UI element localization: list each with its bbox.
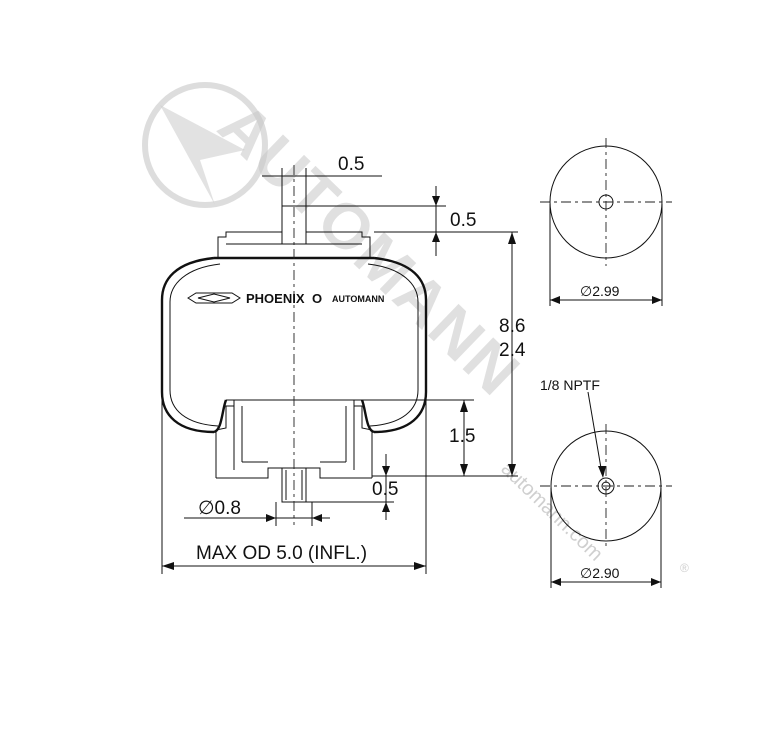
piston-inner-walls (241, 406, 347, 462)
dim-max-od: MAX OD 5.0 (INFL.) (196, 543, 367, 564)
watermark-logo-ring (142, 82, 268, 208)
brand-phoenix: PHOENIX (246, 291, 305, 306)
dim-top-stud-height-arrows (432, 196, 440, 242)
watermark-registered-mark: ® (680, 561, 689, 575)
piston-skirt (215, 405, 373, 478)
bellow-right-roll (360, 399, 375, 434)
port-leader-arrow (598, 466, 606, 478)
dim-bottom-stud-height-arrows (382, 466, 390, 512)
bellow-right-inner (367, 263, 419, 427)
top-stud-outline (281, 206, 307, 244)
brand-separator: O (312, 291, 322, 306)
dim-height-max: 8.6 (499, 316, 525, 337)
dim-height-min: 2.4 (499, 340, 526, 361)
dim-piston-height: 1.5 (449, 426, 475, 447)
watermark-url: automann.com (497, 458, 607, 566)
dim-top-stud-width: 0.5 (338, 154, 364, 175)
bellow-left-inner (169, 263, 221, 427)
piston-walls (233, 400, 355, 470)
bellow-left-roll (213, 399, 228, 434)
bottom-plate-view: 1/8 NPTF ∅2.90 (540, 377, 672, 588)
phoenix-logo-icon (187, 292, 241, 304)
phoenix-logo-inner-icon (197, 293, 231, 303)
port-leader-line (587, 391, 603, 475)
top-plate-outline (217, 205, 371, 257)
port-label: 1/8 NPTF (540, 377, 600, 393)
bottom-stud-thread (285, 470, 303, 500)
brand-automann: AUTOMANN (332, 294, 384, 304)
top-plate-view: ∅2.99 (540, 138, 672, 306)
brand-label: PHOENIX O AUTOMANN (187, 291, 384, 306)
dim-top-stud-height: 0.5 (450, 210, 476, 231)
watermark-logo-arrow-icon (160, 105, 245, 205)
dimension-lines: 0.5 0.5 8.6 2.4 1.5 0.5 ∅0.8 MA (161, 154, 526, 574)
bottom-plate-diameter: ∅2.90 (580, 565, 620, 581)
dim-bottom-stud-height: 0.5 (372, 479, 398, 500)
top-plate-diameter: ∅2.99 (580, 283, 620, 299)
dim-bottom-stud-diameter: ∅0.8 (198, 498, 241, 519)
